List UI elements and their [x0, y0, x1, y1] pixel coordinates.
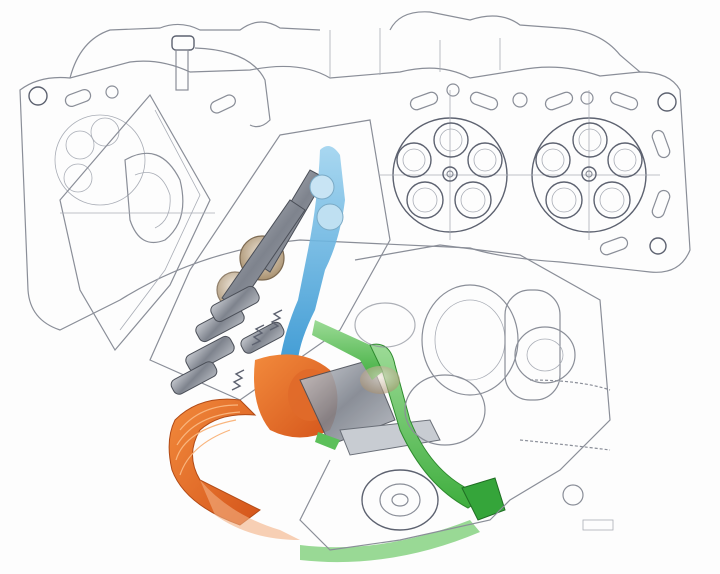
valvetrain-assembly — [149, 119, 391, 401]
radiator-cover — [59, 35, 271, 352]
combustion-chamber-1 — [54, 114, 146, 206]
combustion-chamber-3 — [380, 90, 520, 240]
combustion-chamber-4 — [520, 90, 660, 240]
crankcase-gearbox — [299, 244, 614, 551]
cylinder-head — [19, 11, 691, 331]
